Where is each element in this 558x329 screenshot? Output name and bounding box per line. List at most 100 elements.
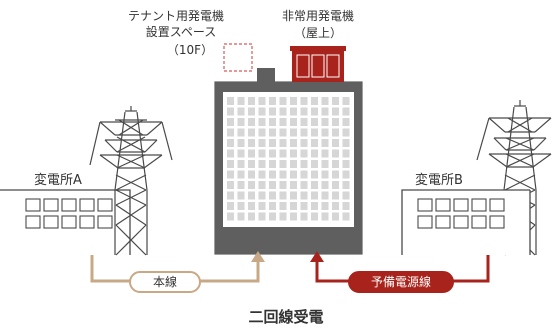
building-window	[290, 191, 297, 200]
building-window	[258, 212, 266, 221]
building-window	[258, 160, 266, 168]
caption: 二回線受電	[248, 308, 323, 326]
building-window	[300, 118, 308, 126]
building-window	[279, 202, 287, 210]
building-window	[342, 202, 350, 210]
building-window	[258, 170, 266, 179]
building-window	[311, 107, 318, 116]
building-window	[321, 170, 329, 179]
building-window	[248, 107, 255, 116]
building-window	[290, 170, 297, 179]
emergency-generator-label-line2: （屋上）	[294, 26, 342, 40]
backup-line-label: 予備電源線	[371, 274, 431, 289]
building-window	[279, 97, 287, 105]
building-window	[258, 118, 266, 126]
building-window	[290, 107, 297, 116]
building-window	[290, 202, 297, 210]
building-window	[258, 149, 266, 158]
building-window	[227, 191, 234, 200]
building-window	[227, 181, 234, 189]
building-window	[332, 160, 339, 168]
building-window	[279, 128, 287, 137]
building-window	[279, 149, 287, 158]
building-window	[279, 191, 287, 200]
building-window	[300, 181, 308, 189]
tenant-generator-label-line1: テナント用発電機	[128, 8, 224, 23]
building-window	[332, 97, 339, 105]
building-window	[300, 139, 308, 147]
substation-a-building-icon	[0, 189, 131, 255]
building-window	[227, 212, 234, 221]
building-window	[332, 170, 339, 179]
building-window	[279, 181, 287, 189]
building-window	[269, 212, 276, 221]
main-line: 本線	[90, 251, 265, 293]
building-window	[269, 170, 276, 179]
building-window	[227, 202, 234, 210]
building-window	[269, 149, 276, 158]
building-window	[290, 118, 297, 126]
building-window	[269, 97, 276, 105]
building-window	[248, 202, 255, 210]
building-window	[332, 118, 339, 126]
building-window	[269, 181, 276, 189]
building-window	[237, 139, 245, 147]
building-window	[279, 160, 287, 168]
building-window	[290, 212, 297, 221]
building-window	[342, 149, 350, 158]
building-window	[248, 181, 255, 189]
building-window	[300, 170, 308, 179]
building-window	[342, 160, 350, 168]
building-window	[342, 181, 350, 189]
building-window	[269, 160, 276, 168]
building-window	[342, 212, 350, 221]
building-window	[237, 202, 245, 210]
building-window	[311, 139, 318, 147]
building-window	[311, 202, 318, 210]
building-window	[290, 149, 297, 158]
building-window	[321, 139, 329, 147]
building-windows	[227, 97, 350, 221]
building-window	[321, 181, 329, 189]
building-window	[237, 212, 245, 221]
building-window	[321, 97, 329, 105]
building-window	[311, 191, 318, 200]
building-window	[342, 170, 350, 179]
building-window	[290, 160, 297, 168]
building-window	[237, 107, 245, 116]
building-window	[227, 118, 234, 126]
building-window	[311, 181, 318, 189]
tenant-generator-label-line3: （10F）	[167, 43, 213, 57]
building-window	[332, 128, 339, 137]
building-window	[300, 149, 308, 158]
building-window	[237, 170, 245, 179]
building-window	[248, 149, 255, 158]
building-window	[237, 191, 245, 200]
building-window	[258, 97, 266, 105]
substation-b-label: 変電所B	[415, 172, 463, 188]
building-window	[279, 107, 287, 116]
building-window	[321, 128, 329, 137]
building-window	[258, 181, 266, 189]
building-window	[248, 128, 255, 137]
building-window	[321, 118, 329, 126]
building-window	[269, 139, 276, 147]
building-window	[311, 149, 318, 158]
building-window	[311, 170, 318, 179]
building-window	[342, 128, 350, 137]
building-window	[227, 149, 234, 158]
emergency-generator-label-line1: 非常用発電機	[282, 8, 354, 23]
substation-a-label: 変電所A	[34, 172, 82, 188]
building-window	[248, 139, 255, 147]
building-window	[248, 191, 255, 200]
building-window	[258, 139, 266, 147]
building-window	[300, 160, 308, 168]
building-window	[321, 149, 329, 158]
tenant-generator-label-line2: 設置スペース	[146, 24, 217, 39]
building-window	[248, 118, 255, 126]
building-window	[342, 97, 350, 105]
building-window	[332, 139, 339, 147]
building-window	[332, 107, 339, 116]
building-window	[300, 128, 308, 137]
